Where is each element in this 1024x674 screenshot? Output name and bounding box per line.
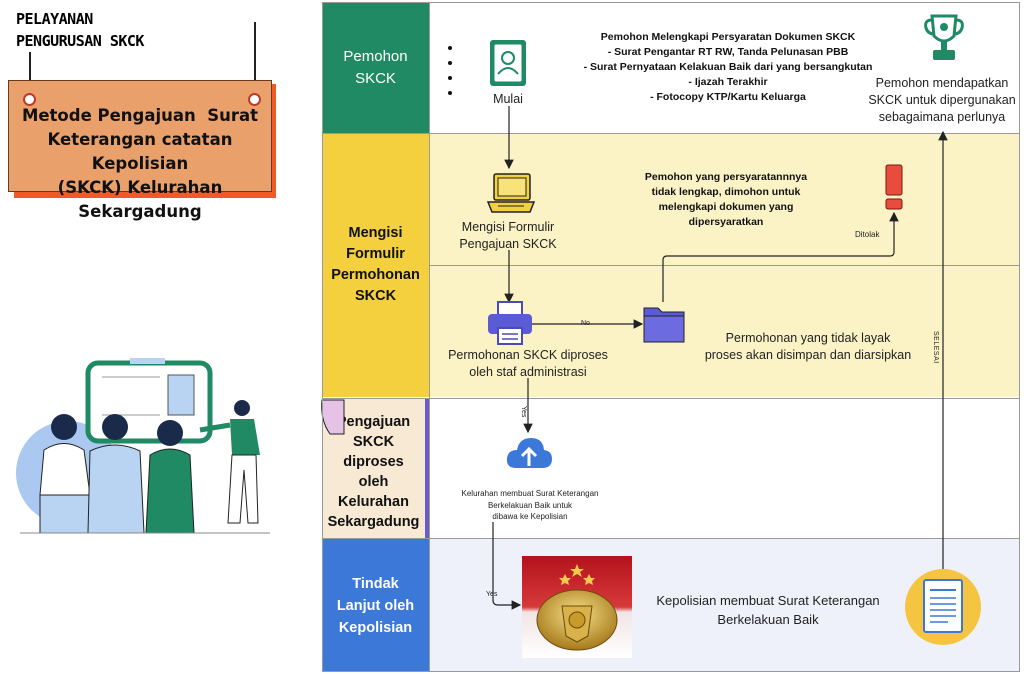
- result-text: Pemohon mendapatkan SKCK untuk diperguna…: [862, 75, 1022, 126]
- trophy-icon: [924, 14, 964, 60]
- lane-label-pemohon: Pemohon SKCK: [322, 2, 429, 133]
- folder-icon: [643, 307, 685, 343]
- start-label: Mulai: [493, 92, 523, 106]
- police-emblem-icon: [522, 556, 632, 658]
- result-line3: sebagaimana perlunya: [878, 110, 1006, 124]
- people-presentation-illustration: [16, 358, 270, 534]
- lane-tindak-line1: Tindak: [352, 575, 399, 592]
- signboard-line3: (SKCK) Kelurahan Sekargadung: [57, 178, 223, 221]
- police-line2: Berkelakuan Baik: [717, 612, 819, 627]
- requirement-item-4: - Fotocopy KTP/Kartu Keluarga: [650, 91, 806, 103]
- id-card-icon: [490, 40, 526, 86]
- lane-divider-1: [322, 133, 1020, 134]
- bullet-list-markers: [448, 46, 452, 95]
- speech-bubble-tab-icon: [321, 399, 345, 435]
- requirements-block: Pemohon Melengkapi Persyaratan Dokumen S…: [568, 30, 888, 105]
- lane-pengajuan-line2: SKCK diproses: [343, 434, 404, 470]
- incomplete-line1: Pemohon yang persyaratannnya: [644, 171, 808, 183]
- lane-pengajuan-line1: Pengajuan: [336, 414, 411, 430]
- lane-divider-2: [322, 398, 1020, 399]
- kelurahan-text: Kelurahan membuat Surat Keterangan Berke…: [442, 488, 618, 523]
- processed-line1: Permohonan SKCK diproses: [448, 348, 608, 362]
- requirement-item-1: - Surat Pengantar RT RW, Tanda Pelunasan…: [607, 46, 849, 58]
- yes-label-1: Yes: [520, 406, 527, 418]
- header-title-line2: PENGURUSAN SKCK: [16, 32, 144, 50]
- police-text: Kepolisian membuat Surat Keterangan Berk…: [636, 591, 900, 629]
- fill-form-line2: Pengajuan SKCK: [459, 237, 557, 251]
- document-icon: [905, 569, 981, 645]
- lane-label-mengisi-formulir: Mengisi Formulir Permohonan SKCK: [322, 133, 429, 397]
- incomplete-line3: melengkapi dokumen yang: [658, 201, 794, 213]
- lane-pemohon-line2: SKCK: [355, 69, 396, 87]
- signboard-text: Metode Pengajuan Surat Keterangan catata…: [8, 104, 272, 224]
- archived-line1: Permohonan yang tidak layak: [725, 331, 891, 345]
- sign-peg-right-icon: [248, 93, 261, 106]
- lane-mengisi-line1: Mengisi: [348, 225, 403, 241]
- sign-peg-left-icon: [23, 93, 36, 106]
- no-label: No: [581, 320, 590, 327]
- done-label: SELESAI: [932, 330, 939, 365]
- signboard-line1: Metode Pengajuan Surat: [21, 106, 259, 125]
- fill-form-line1: Mengisi Formulir: [461, 220, 555, 234]
- yes-label-2: Yes: [486, 591, 498, 598]
- result-line1: Pemohon mendapatkan: [875, 76, 1009, 90]
- requirements-title: Pemohon Melengkapi Persyaratan Dokumen S…: [600, 31, 856, 43]
- lane-pengajuan-line3: oleh Kelurahan: [338, 474, 409, 510]
- lane-pemohon-line1: Pemohon: [343, 47, 408, 65]
- fill-form-text: Mengisi Formulir Pengajuan SKCK: [452, 219, 564, 253]
- sign-string-right: [254, 22, 256, 98]
- rejected-label: Ditolak: [855, 230, 880, 239]
- printer-icon: [488, 301, 532, 345]
- exclamation-icon: [885, 164, 903, 210]
- lane-mengisi-line4: SKCK: [354, 288, 397, 304]
- processed-line2: oleh staf administrasi: [469, 365, 587, 379]
- lane-pengajuan-line4: Sekargadung: [327, 514, 420, 530]
- requirement-item-2: - Surat Pernyataan Kelakuan Baik dari ya…: [583, 61, 873, 73]
- lane-mengisi-line3: Permohonan: [331, 267, 420, 283]
- incomplete-line4: dipersyaratkan: [688, 216, 764, 228]
- result-line2: SKCK untuk dipergunakan: [868, 93, 1016, 107]
- signboard: [8, 80, 272, 192]
- sign-string-left: [29, 52, 31, 98]
- lane-label-tindak-lanjut: Tindak Lanjut oleh Kepolisian: [322, 539, 429, 672]
- cloud-upload-icon: [506, 438, 552, 468]
- header-title: PELAYANAN PENGURUSAN SKCK: [16, 8, 144, 52]
- requirement-item-3: - Ijazah Terakhir: [688, 76, 768, 88]
- kelurahan-line3: dibawa ke Kepolisian: [492, 512, 568, 521]
- lane-tindak-line3: Kepolisian: [338, 619, 413, 636]
- police-line1: Kepolisian membuat Surat Keterangan: [656, 593, 880, 608]
- lane-mengisi-line2: Formulir: [346, 246, 405, 262]
- lane-tindak-line2: Lanjut oleh: [336, 597, 415, 614]
- header-title-line1: PELAYANAN: [16, 10, 93, 28]
- incomplete-line2: tidak lengkap, dimohon untuk: [651, 186, 801, 198]
- lane-body-pemohon: [429, 2, 1020, 133]
- lane-divider-3: [322, 538, 1020, 539]
- archived-line2: proses akan disimpan dan diarsipkan: [704, 348, 912, 362]
- archived-text: Permohonan yang tidak layak proses akan …: [690, 330, 926, 364]
- signboard-line2: Keterangan catatan Kepolisian: [47, 130, 233, 173]
- processed-text: Permohonan SKCK diproses oleh staf admin…: [440, 347, 616, 381]
- kelurahan-line1: Kelurahan membuat Surat Keterangan: [461, 489, 599, 498]
- lane-divider-sub: [429, 265, 1020, 266]
- incomplete-text: Pemohon yang persyaratannnya tidak lengk…: [626, 170, 826, 230]
- laptop-icon: [486, 173, 536, 213]
- lane-label-divider: [429, 2, 430, 672]
- lane-label-pengajuan-kelurahan: Pengajuan SKCK diproses oleh Kelurahan S…: [322, 398, 429, 538]
- kelurahan-line2: Berkelakuan Baik untuk: [487, 500, 573, 510]
